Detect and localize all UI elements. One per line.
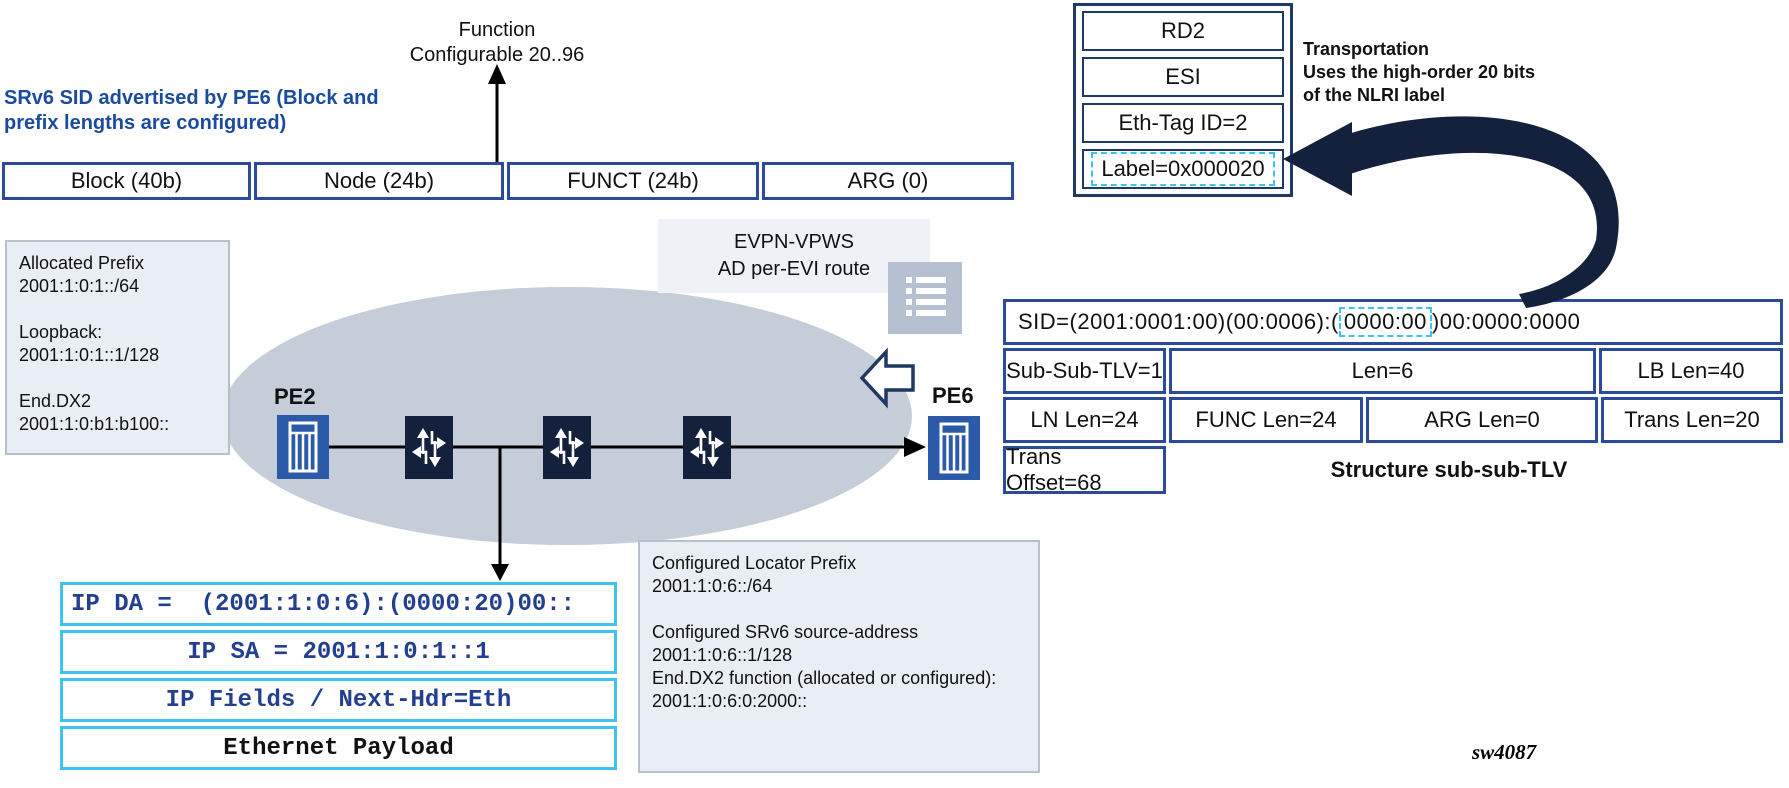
transportation-note-line2: Uses the high-order 20 bits: [1303, 62, 1536, 82]
allocated-box-line: [19, 367, 216, 390]
sid-value-row: SID=(2001:0001:00)(00:0006):(0000:00)00:…: [1003, 299, 1783, 345]
cell-trans-len: Trans Len=20: [1601, 397, 1783, 443]
packet-row-ip-fields: IP Fields / Next-Hdr=Eth: [60, 678, 617, 722]
router-icon: [683, 416, 731, 479]
locator-box-line: 2001:1:0:6:0:2000::: [652, 691, 808, 711]
list-icon: [906, 277, 946, 316]
allocated-prefix-box: Allocated Prefix 2001:1:0:1::/64 Loopbac…: [5, 240, 230, 455]
crossed-arrows-icon: [412, 428, 446, 467]
locator-box-line: 2001:1:0:6::1/128: [652, 645, 793, 665]
sid-field-funct: FUNCT (24b): [507, 162, 759, 200]
structure-sub-sub-tlv-caption: Structure sub-sub-TLV: [1330, 457, 1568, 482]
router-icon: [405, 416, 453, 479]
crossed-arrows-icon: [550, 428, 584, 467]
nlri-row-label: Label=0x000020: [1082, 149, 1284, 189]
sid-transposed-bits-highlight: 0000:00: [1338, 307, 1432, 337]
crossed-arrows-icon: [690, 428, 724, 467]
locator-box-line: [652, 598, 1026, 621]
allocated-box-line: 2001:1:0:1::1/128: [19, 345, 160, 365]
nlri-row-esi: ESI: [1082, 57, 1284, 97]
pe6-node-icon: [928, 416, 980, 480]
allocated-box-line: End.DX2: [19, 391, 92, 411]
sid-advertisement-caption-line2: prefix lengths are configured): [4, 112, 287, 134]
evpn-route-label: EVPN-VPWS AD per-EVI route: [658, 219, 930, 293]
evpn-route-label-line2: AD per-EVI route: [717, 258, 871, 280]
pe2-label: PE2: [274, 384, 316, 409]
sid-advertisement-caption-line1: SRv6 SID advertised by PE6 (Block and: [4, 87, 379, 109]
transportation-note: Transportation Uses the high-order 20 bi…: [1303, 38, 1583, 107]
figure-id: sw4087: [1472, 740, 1537, 764]
allocated-box-line: Loopback:: [19, 322, 103, 342]
sid-field-arg: ARG (0): [762, 162, 1014, 200]
allocated-box-line: Allocated Prefix: [19, 253, 145, 273]
locator-box-line: 2001:1:0:6::/64: [652, 576, 773, 596]
locator-config-box: Configured Locator Prefix 2001:1:0:6::/6…: [638, 540, 1040, 773]
cell-sub-sub-tlv: Sub-Sub-TLV=1: [1003, 348, 1166, 394]
locator-box-line: End.DX2 function (allocated or configure…: [652, 668, 997, 688]
cell-lb-len: LB Len=40: [1599, 348, 1783, 394]
cell-trans-offset: Trans Offset=68: [1003, 444, 1166, 495]
nlri-label-highlight: Label=0x000020: [1091, 152, 1275, 186]
route-document-icon: [888, 262, 962, 334]
router-icon: [543, 416, 591, 479]
sid-advertisement-caption: SRv6 SID advertised by PE6 (Block and pr…: [4, 86, 434, 136]
chassis-icon: [939, 422, 969, 474]
evpn-route-label-line1: EVPN-VPWS: [733, 231, 855, 253]
sid-field-node: Node (24b): [254, 162, 504, 200]
nlri-label-swoosh-arrow: [1283, 116, 1619, 309]
sid-value-prefix: SID=(2001:0001:00)(00:0006):(: [1018, 309, 1339, 334]
sid-value-suffix: )00:0000:0000: [1431, 309, 1581, 334]
cell-arg-len: ARG Len=0: [1366, 397, 1598, 443]
locator-box-line: Configured SRv6 source-address: [652, 622, 919, 642]
cell-func-len: FUNC Len=24: [1169, 397, 1363, 443]
function-note-line2: Configurable 20..96: [409, 44, 585, 66]
allocated-box-line: 2001:1:0:1::/64: [19, 276, 140, 296]
nlri-route-table: RD2 ESI Eth-Tag ID=2 Label=0x000020: [1073, 3, 1293, 197]
allocated-box-line: 2001:1:0:b1:b100::: [19, 414, 170, 434]
pe2-node-icon: [277, 415, 329, 479]
locator-box-line: Configured Locator Prefix: [652, 553, 857, 573]
allocated-box-line: [19, 298, 216, 321]
chassis-icon: [288, 421, 318, 473]
transportation-note-line1: Transportation: [1303, 39, 1430, 59]
sid-field-block: Block (40b): [2, 162, 251, 200]
pe6-label: PE6: [932, 383, 974, 408]
transportation-note-line3: of the NLRI label: [1303, 85, 1446, 105]
nlri-row-rd: RD2: [1082, 11, 1284, 51]
packet-row-ip-da: IP DA = (2001:1:0:6):(0000:20)00::: [60, 582, 617, 626]
function-configurable-note: Function Configurable 20..96: [377, 18, 617, 68]
packet-row-ip-sa: IP SA = 2001:1:0:1::1: [60, 630, 617, 674]
function-note-line1: Function: [458, 19, 536, 41]
packet-row-payload: Ethernet Payload: [60, 726, 617, 770]
cell-ln-len: LN Len=24: [1003, 397, 1166, 443]
nlri-row-eth-tag: Eth-Tag ID=2: [1082, 103, 1284, 143]
function-arrow-up: [488, 64, 506, 162]
cell-len: Len=6: [1169, 348, 1596, 394]
